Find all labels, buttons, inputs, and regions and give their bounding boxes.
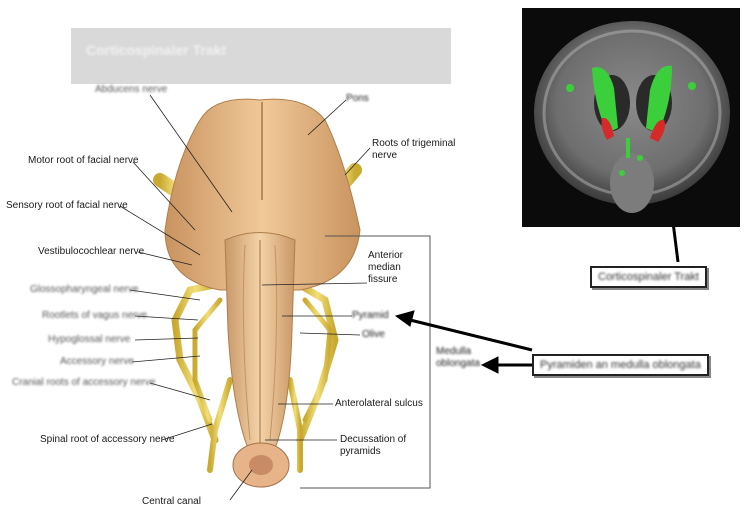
label-vagus: Rootlets of vagus nerve [42, 310, 148, 321]
title-box [71, 28, 451, 84]
label-medulla: Medulla oblongata [436, 346, 480, 369]
mri-callout-text: Corticospinaler Trakt [598, 271, 699, 283]
label-pons: Pons [346, 93, 369, 104]
mri-callout: Corticospinaler Trakt [590, 266, 707, 288]
label-glossopharyngeal: Glossopharyngeal nerve [30, 284, 139, 295]
label-hypoglossal: Hypoglossal nerve [48, 334, 131, 345]
mri-image [522, 8, 740, 227]
label-pyramid: Pyramid [352, 310, 389, 321]
pyramids-callout-text: Pyramiden an medulla oblongata [540, 359, 701, 371]
pyramids-callout: Pyramiden an medulla oblongata [532, 354, 709, 376]
label-accessory: Accessory nerve [60, 356, 134, 367]
label-abducens: Abducens nerve [95, 84, 168, 95]
mri-red-tract [601, 117, 666, 142]
label-sensory-facial: Sensory root of facial nerve [6, 200, 128, 211]
label-vestibulocochlear: Vestibulocochlear nerve [38, 246, 145, 257]
label-anterolateral: Anterolateral sulcus [335, 398, 423, 409]
label-central-canal: Central canal [142, 496, 201, 507]
label-trigeminal: Roots of trigeminal nerve [372, 138, 456, 161]
label-spinal-accessory: Spinal root of accessory nerve [40, 434, 175, 445]
mri-green-tract [566, 65, 696, 176]
label-decussation: Decussation of pyramids [340, 434, 407, 457]
label-olive: Olive [362, 329, 385, 340]
label-cranial-accessory: Cranial roots of accessory nerve [12, 377, 156, 388]
label-anterior-median: Anterior median fissure [368, 250, 404, 285]
title-text: Corticospinaler Trakt [86, 42, 227, 58]
label-motor-facial: Motor root of facial nerve [28, 155, 139, 166]
mri-scan [522, 8, 740, 227]
